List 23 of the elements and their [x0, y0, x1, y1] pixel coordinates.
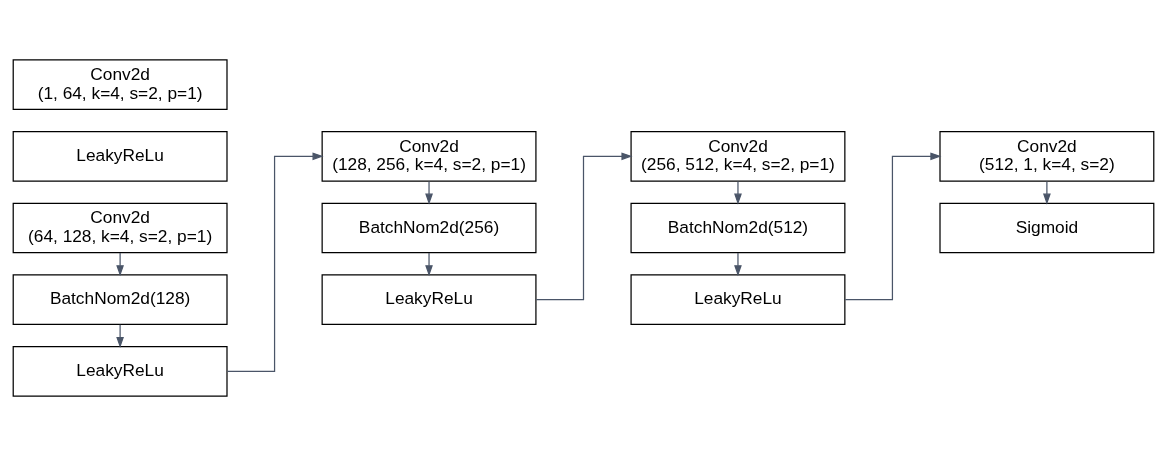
arrow [116, 252, 124, 277]
node-box: LeakyReLu [321, 274, 537, 325]
arrow [734, 180, 742, 205]
node-box: Conv2d (512, 1, k=4, s=2) [939, 131, 1155, 182]
node-box: LeakyReLu [630, 274, 846, 325]
arrow [116, 324, 124, 349]
node-box: LeakyReLu [12, 131, 228, 182]
arrow [425, 252, 433, 277]
arrow [425, 180, 433, 205]
node-box: Conv2d (128, 256, k=4, s=2, p=1) [321, 131, 537, 182]
arrow [1043, 180, 1051, 205]
node-box: Conv2d (1, 64, k=4, s=2, p=1) [12, 59, 228, 110]
arrow [226, 152, 324, 372]
node-box: Conv2d (256, 512, k=4, s=2, p=1) [630, 131, 846, 182]
node-box: Sigmoid [939, 202, 1155, 254]
node-box: Conv2d (64, 128, k=4, s=2, p=1) [12, 202, 228, 254]
node-box: BatchNom2d(256) [321, 202, 537, 254]
arrow [535, 152, 633, 301]
node-box: LeakyReLu [12, 346, 228, 397]
node-box: BatchNom2d(128) [12, 274, 228, 325]
arrow [844, 152, 942, 301]
node-box: BatchNom2d(512) [630, 202, 846, 254]
arrow [734, 252, 742, 277]
